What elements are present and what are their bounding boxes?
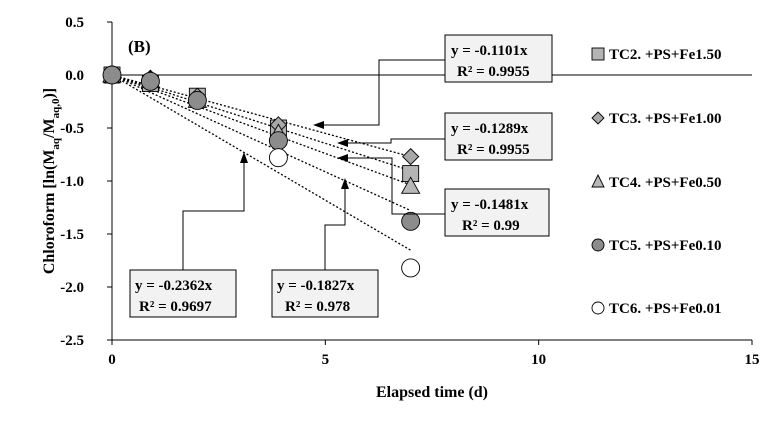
annotation-box-1 — [444, 34, 553, 83]
data-point — [401, 211, 421, 231]
annotation-r2-1: R² = 0.9955 — [457, 64, 530, 80]
annotation-arrowhead-3 — [337, 154, 348, 162]
annotation-r2-2: R² = 0.9955 — [457, 142, 530, 158]
x-tick-label: 15 — [745, 352, 760, 368]
annotation-5: y = -0.1827x R² = 0.978 — [271, 178, 379, 318]
trend-line — [111, 74, 411, 212]
legend-label: TC3. +PS+Fe1.00 — [609, 111, 722, 127]
data-point — [140, 71, 160, 91]
y-axis-label: Chloroform [ln(Maq/Maq,0)] — [41, 88, 62, 274]
trend-line — [111, 74, 411, 251]
data-point — [402, 147, 420, 166]
annotations: y = -0.1101x R² = 0.9955 y = -0.1289x R²… — [129, 34, 553, 318]
y-tick-label: 0.5 — [65, 15, 84, 31]
legend-marker — [591, 47, 605, 61]
trend-line — [111, 74, 411, 172]
data-point — [401, 258, 421, 278]
y-tick-label: -1.0 — [60, 174, 84, 190]
annotation-box-4 — [129, 269, 237, 318]
data-point — [268, 131, 288, 151]
x-tick-label: 10 — [531, 352, 546, 368]
trend-line — [111, 74, 411, 186]
data-point — [268, 148, 288, 168]
annotation-r2-5: R² = 0.978 — [285, 299, 350, 315]
annotation-leader-5 — [324, 189, 346, 270]
y-tick-label: -1.5 — [60, 227, 84, 243]
y-axis-label-sub-2: aq,0 — [50, 98, 62, 118]
annotation-r2-4: R² = 0.9697 — [139, 299, 212, 315]
legend-label: TC2. +PS+Fe1.50 — [609, 47, 722, 63]
legend-marker — [591, 173, 605, 188]
x-tick-label: 0 — [108, 352, 116, 368]
annotation-2: y = -0.1289x R² = 0.9955 — [337, 112, 553, 161]
y-axis-label-end: )] — [41, 88, 58, 99]
annotation-eq-3: y = -0.1481x — [451, 197, 529, 213]
annotation-1: y = -0.1101x R² = 0.9955 — [313, 34, 553, 129]
x-axis-label: Elapsed time (d) — [376, 384, 488, 401]
y-axis-label-main: Chloroform [ln(M — [41, 150, 58, 275]
legend-label: TC5. +PS+Fe0.10 — [609, 238, 722, 254]
annotation-eq-1: y = -0.1101x — [451, 43, 528, 59]
annotation-r2-3: R² = 0.99 — [462, 218, 520, 234]
annotation-box-5 — [271, 269, 379, 318]
annotation-arrowhead-1 — [313, 121, 324, 129]
annotation-arrowhead-5 — [341, 178, 349, 189]
annotation-leader-2 — [348, 138, 445, 144]
data-point — [187, 90, 207, 110]
y-axis-label-mid: /M — [41, 118, 58, 139]
data-point — [102, 65, 122, 85]
annotation-4: y = -0.2362x R² = 0.9697 — [129, 152, 248, 318]
annotation-eq-5: y = -0.1827x — [277, 278, 355, 294]
y-tick-label: -2.5 — [60, 333, 84, 349]
annotation-leader-4 — [182, 163, 245, 270]
annotation-eq-2: y = -0.1289x — [451, 121, 529, 137]
legend-label: TC4. +PS+Fe0.50 — [609, 175, 722, 191]
annotation-leader-1 — [324, 59, 445, 126]
annotation-arrowhead-4 — [240, 152, 248, 163]
annotation-box-2 — [444, 112, 553, 161]
annotation-eq-4: y = -0.2362x — [135, 278, 213, 294]
legend-marker — [591, 301, 605, 315]
legend-label: TC6. +PS+Fe0.01 — [609, 301, 722, 317]
y-tick-label: 0.0 — [65, 68, 84, 84]
x-tick-label: 5 — [322, 352, 330, 368]
ticks: 0 5 10 15 0.5 0.0 -0.5 -1.0 -1.5 -2.0 -2.5 — [60, 15, 759, 368]
legend-marker — [591, 111, 605, 125]
data-point — [400, 176, 421, 194]
y-tick-label: -0.5 — [60, 121, 84, 137]
annotation-3: y = -0.1481x R² = 0.99 — [337, 154, 550, 237]
y-tick-label: -2.0 — [60, 280, 84, 296]
data-points — [102, 65, 421, 278]
panel-label: (B) — [128, 37, 151, 56]
fit-lines — [111, 74, 411, 251]
legend-marker — [591, 238, 605, 252]
annotation-box-3 — [444, 188, 550, 237]
annotation-arrowhead-2 — [337, 139, 348, 147]
y-axis-label-sub-1: aq — [50, 137, 62, 150]
annotation-leader-3 — [348, 157, 445, 215]
